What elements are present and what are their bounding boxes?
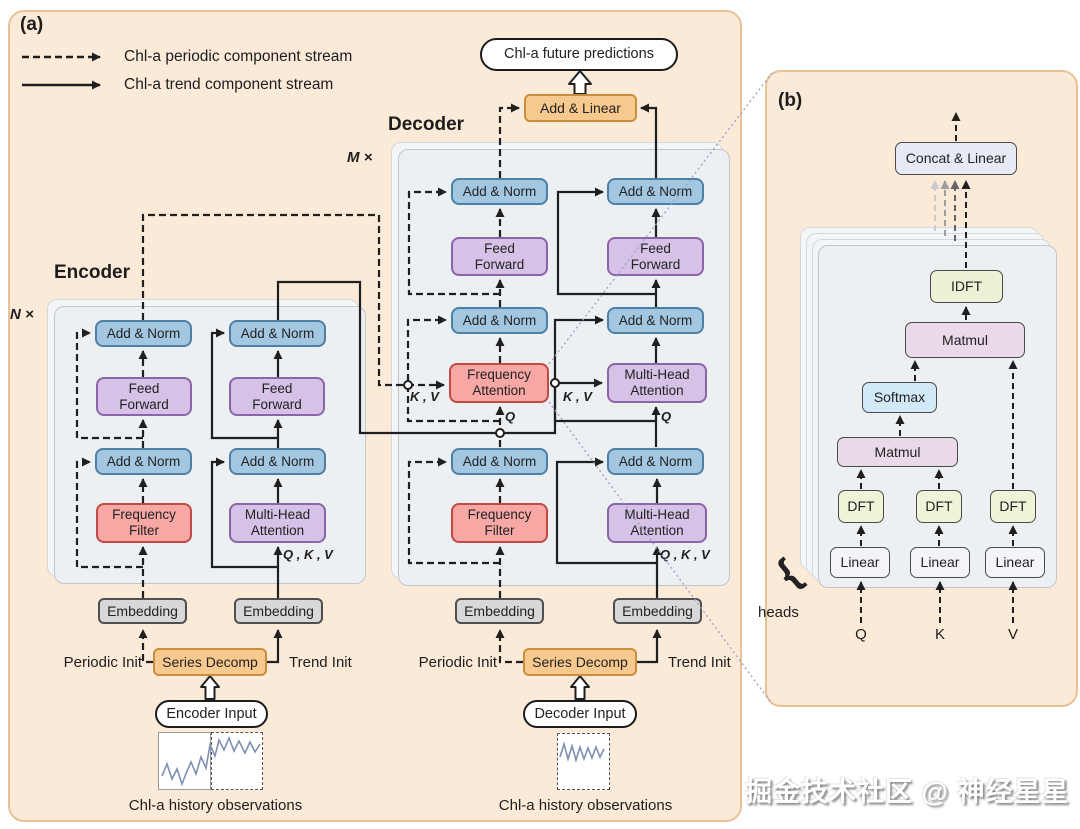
- decoder-trend-addnorm-bottom: Add & Norm: [607, 448, 704, 475]
- decoder-frequency-attention: Frequency Attention: [449, 363, 549, 403]
- decoder-trend-embedding: Embedding: [613, 598, 702, 624]
- dft-v-box: DFT: [990, 490, 1036, 523]
- encoder-history-caption: Chl-a history observations: [128, 797, 303, 814]
- encoder-periodic-stream: [75, 213, 445, 664]
- decoder-periodic-addnorm-top: Add & Norm: [451, 178, 548, 205]
- matmul-bottom-box: Matmul: [837, 437, 958, 467]
- encoder-title: Encoder: [54, 262, 131, 283]
- encoder-periodic-embedding: Embedding: [98, 598, 187, 624]
- dft-q-box: DFT: [838, 490, 884, 523]
- matmul-top-box: Matmul: [905, 322, 1025, 358]
- watermark: 掘金技术社区 @ 神经星星: [745, 777, 1070, 807]
- decoder-history-caption: Chl-a history observations: [498, 797, 673, 814]
- encoder-qkv-label: Q , K , V: [283, 547, 333, 562]
- decoder-history-thumbnail: [557, 733, 610, 790]
- decoder-input-oval: Decoder Input: [523, 700, 637, 728]
- concat-linear-box: Concat & Linear: [895, 142, 1017, 175]
- history-sparklines: [161, 735, 605, 787]
- v-input-label: V: [1007, 626, 1018, 643]
- decoder-self-multihead-attention: Multi-Head Attention: [607, 503, 707, 543]
- decoder-periodic-addnorm-bottom: Add & Norm: [451, 448, 548, 475]
- encoder-trend-embedding: Embedding: [234, 598, 323, 624]
- linear-v-box: Linear: [985, 547, 1045, 578]
- decoder-cross-multihead-attention: Multi-Head Attention: [607, 363, 707, 403]
- frequency-attention-kv-label: K , V: [410, 389, 439, 404]
- frequency-attention-q-label: Q: [505, 409, 516, 424]
- panel-b-tag: (b): [778, 90, 803, 111]
- cross-attention-kv-label: K , V: [563, 389, 592, 404]
- cross-attention-q-label: Q: [661, 409, 672, 424]
- encoder-series-decomp: Series Decomp: [153, 648, 267, 676]
- linear-q-box: Linear: [830, 547, 890, 578]
- decoder-series-decomp: Series Decomp: [523, 648, 637, 676]
- decoder-periodic-feedforward: Feed Forward: [451, 237, 548, 276]
- decoder-periodic-stream: [406, 103, 523, 664]
- decoder-repeat-label: M ×: [347, 149, 373, 166]
- encoder-frequency-filter: Frequency Filter: [96, 503, 192, 543]
- decoder-trend-stream: [553, 103, 662, 664]
- decoder-periodic-init-label: Periodic Init: [418, 654, 497, 671]
- decoder-title: Decoder: [388, 114, 465, 135]
- k-input-label: K: [934, 626, 945, 643]
- encoder-trend-feedforward: Feed Forward: [229, 377, 325, 416]
- decoder-trend-init-label: Trend Init: [668, 654, 731, 671]
- decoder-frequency-filter: Frequency Filter: [451, 503, 548, 543]
- add-linear-box: Add & Linear: [524, 94, 637, 122]
- encoder-periodic-addnorm-top: Add & Norm: [95, 320, 192, 347]
- encoder-periodic-feedforward: Feed Forward: [96, 377, 192, 416]
- encoder-multihead-attention: Multi-Head Attention: [229, 503, 326, 543]
- linear-k-box: Linear: [910, 547, 970, 578]
- decoder-periodic-embedding: Embedding: [455, 598, 544, 624]
- decoder-trend-feedforward: Feed Forward: [607, 237, 704, 276]
- legend-arrows: [22, 52, 101, 90]
- softmax-box: Softmax: [862, 382, 937, 413]
- legend-trend-label: Chl-a trend component stream: [124, 76, 334, 93]
- decoder-periodic-addnorm-mid: Add & Norm: [451, 307, 548, 334]
- junction-nodes: [403, 378, 560, 438]
- encoder-periodic-init-label: Periodic Init: [63, 654, 142, 671]
- decoder-trend-addnorm-mid: Add & Norm: [607, 307, 704, 334]
- legend-periodic-label: Chl-a periodic component stream: [124, 48, 353, 65]
- heads-label: heads: [758, 604, 799, 621]
- encoder-trend-addnorm-bottom: Add & Norm: [229, 448, 326, 475]
- q-input-label: Q: [855, 626, 867, 643]
- decoder-qkv-label: Q , K , V: [660, 547, 710, 562]
- dft-k-box: DFT: [916, 490, 962, 523]
- encoder-trend-addnorm-top: Add & Norm: [229, 320, 326, 347]
- idft-box: IDFT: [930, 270, 1003, 303]
- panel-a-tag: (a): [20, 14, 44, 35]
- encoder-periodic-addnorm-bottom: Add & Norm: [95, 448, 192, 475]
- encoder-trend-init-label: Trend Init: [289, 654, 352, 671]
- encoder-input-oval: Encoder Input: [155, 700, 268, 728]
- future-predictions-oval: Chl-a future predictions: [480, 38, 678, 71]
- frequency-attention-detail-wires: [856, 112, 1018, 623]
- decoder-trend-addnorm-top: Add & Norm: [607, 178, 704, 205]
- block-arrows: [200, 70, 592, 700]
- encoder-repeat-label: N ×: [10, 306, 34, 323]
